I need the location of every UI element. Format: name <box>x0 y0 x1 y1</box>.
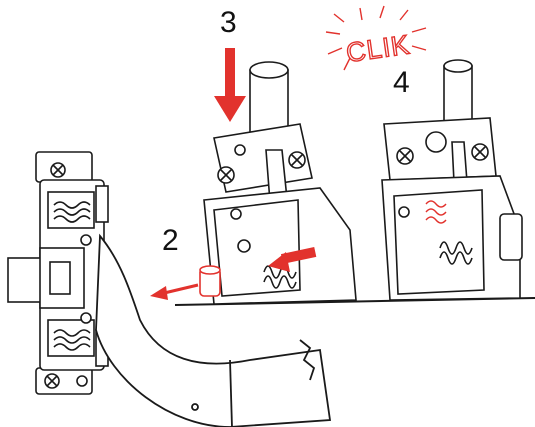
mechanism-right <box>381 59 523 301</box>
device-front-view <box>7 151 109 395</box>
curved-tube <box>95 233 332 427</box>
mechanism-middle <box>199 61 357 305</box>
step-3-label: 3 <box>220 6 237 39</box>
step-4-label: 4 <box>393 66 410 99</box>
down-arrow-icon <box>214 48 246 122</box>
left-arrow-icon <box>268 247 317 272</box>
click-burst <box>325 5 427 71</box>
click-sound-label: CLIK <box>344 29 412 68</box>
left-arrow-icon <box>150 283 199 300</box>
step-2-label: 2 <box>162 224 179 257</box>
